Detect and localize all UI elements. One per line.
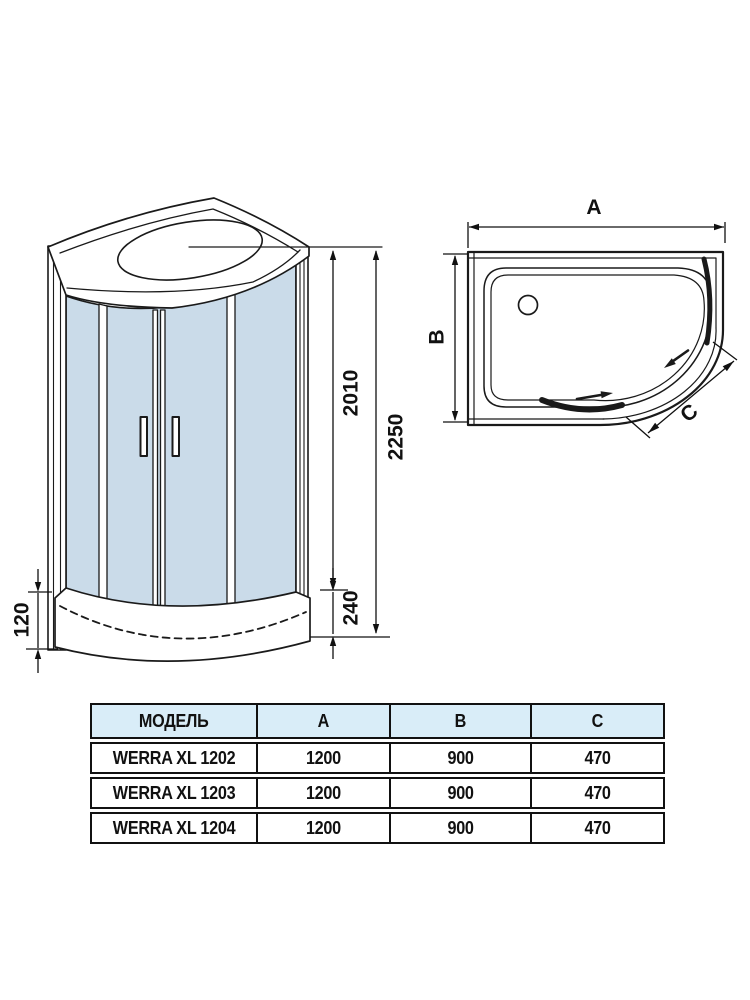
header-model: МОДЕЛЬ [92, 705, 258, 737]
door-slide-arrow-diagonal [664, 349, 690, 368]
drain-circle-icon [517, 294, 539, 316]
cell-c: 470 [584, 817, 611, 838]
dim-label-2250: 2250 [385, 414, 408, 461]
plan-inner-wall-arc [602, 327, 717, 420]
door-stile-left [152, 309, 159, 609]
technical-drawing: 2010 240 2250 120 [11, 196, 738, 673]
dim-label-2010: 2010 [340, 370, 363, 417]
door-handle-right-icon [171, 416, 180, 457]
header-c: C [591, 710, 604, 731]
dim-label-b: B [426, 329, 449, 344]
model-spec-table: МОДЕЛЬ A B C WERRA XL 1202 1200 900 470 … [90, 703, 665, 844]
plan-door-panel-bottom [539, 397, 625, 413]
front-view-drawing [47, 197, 383, 662]
cell-model: WERRA XL 1204 [92, 814, 258, 842]
dim-label-120: 120 [11, 602, 34, 637]
cell-c: 470 [584, 747, 611, 768]
front-view-dimensions: 2010 240 2250 120 [11, 250, 408, 673]
roof-dome [116, 219, 264, 281]
top-view-drawing [466, 250, 725, 427]
door-stile-right [159, 309, 166, 609]
plan-inner-wall [467, 251, 717, 426]
cell-model: WERRA XL 1203 [92, 779, 258, 807]
plan-outer-wall [466, 250, 725, 427]
roof-back-rim [59, 208, 299, 254]
table-row: WERRA XL 1202 1200 900 470 [90, 742, 665, 774]
dim-label-a: A [586, 196, 601, 219]
table-header-row: МОДЕЛЬ A B C [90, 703, 665, 739]
cell-model: WERRA XL 1202 [92, 744, 258, 772]
door-slide-arrow-right [575, 391, 613, 401]
cell-c: 470 [584, 782, 611, 803]
table-row: WERRA XL 1203 1200 900 470 [90, 777, 665, 809]
plan-door-panel-right [701, 256, 713, 346]
shower-tray [54, 587, 311, 662]
mullion-right [226, 291, 236, 607]
cell-b: 900 [391, 814, 532, 842]
tray-hidden-edge [59, 605, 307, 640]
mullion-left [98, 303, 108, 603]
cell-a: 1200 [258, 814, 391, 842]
roof-front-rim [66, 249, 301, 293]
header-a: A [258, 705, 391, 737]
cell-a: 1200 [258, 779, 391, 807]
dim-label-c: C [676, 400, 703, 427]
dim-label-240: 240 [340, 590, 363, 625]
cell-b: 900 [391, 744, 532, 772]
table-row: WERRA XL 1204 1200 900 470 [90, 812, 665, 844]
door-handle-left-icon [139, 416, 148, 457]
cell-a: 1200 [258, 744, 391, 772]
cell-b: 900 [391, 779, 532, 807]
plan-tray-rim-inner [490, 274, 705, 402]
header-b: B [391, 705, 532, 737]
right-frame-post [295, 254, 309, 606]
